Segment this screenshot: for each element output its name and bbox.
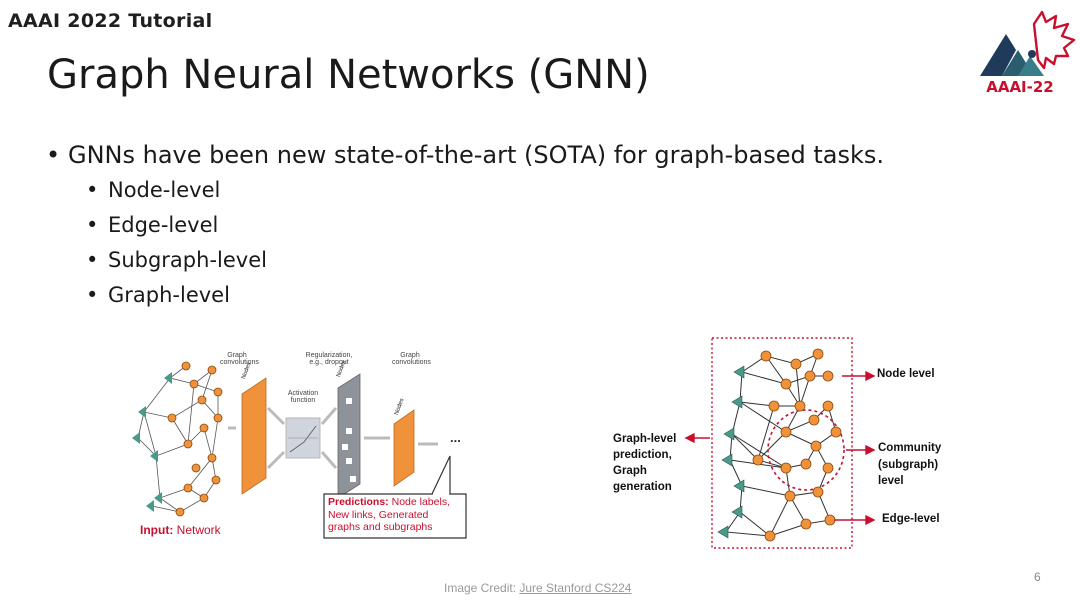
gnn-pipeline-graphics — [132, 361, 467, 539]
task-levels-graphics — [684, 337, 876, 549]
slide-number: 6 — [1034, 570, 1041, 584]
label-line: convolutions — [392, 359, 431, 366]
bullet-dot: • — [86, 213, 99, 237]
aaai22-logo — [980, 10, 1076, 76]
sub-bullet-graph-level: • Graph-level — [86, 283, 230, 307]
sub-bullet-text: Subgraph-level — [108, 248, 267, 272]
predictions-line: New links, Generated — [328, 508, 429, 521]
predictions-line: Node labels, — [391, 496, 450, 508]
sub-bullet-text: Node-level — [108, 178, 221, 202]
bullet-dot: • — [86, 178, 99, 202]
gnn-task-levels-diagram: Node level Community (subgraph) level Edge… — [610, 336, 970, 554]
label-line: Graph — [613, 465, 647, 477]
main-bullet: •GNNs have been new state-of-the-art (SO… — [46, 141, 884, 169]
predictions-label: Predictions: Node labels,New links, Gene… — [328, 496, 450, 534]
edge-level-label: Edge-level — [882, 513, 940, 525]
ellipsis: ... — [450, 430, 461, 445]
label-line: level — [878, 475, 904, 487]
label-line: Regularization, — [305, 352, 353, 359]
label-line: Graph — [227, 352, 247, 359]
bullet-dot: • — [46, 141, 61, 169]
sub-bullet-node-level: • Node-level — [86, 178, 220, 202]
image-credit: Image Credit: Jure Stanford CS224 — [444, 581, 631, 595]
credit-prefix: Image Credit: — [444, 581, 517, 595]
input-prefix: Input: — [140, 523, 174, 537]
label-line: Graph — [400, 352, 420, 359]
node-level-label: Node level — [877, 368, 935, 380]
label-line: Activation — [287, 390, 319, 397]
input-label: Input: Network — [140, 523, 221, 537]
input-text: Network — [176, 523, 221, 537]
label-line: Community — [878, 442, 942, 454]
predictions-line: graphs and subgraphs — [328, 521, 433, 533]
bullet-dot: • — [86, 248, 99, 272]
regularization-label: Regularization,e.g., dropout — [302, 352, 356, 366]
logo-text: AAAI-22 — [986, 78, 1054, 96]
label-line: prediction, — [613, 449, 672, 461]
label-line: generation — [613, 481, 672, 493]
sub-bullet-edge-level: • Edge-level — [86, 213, 218, 237]
community-level-label: Community (subgraph) level — [878, 440, 941, 490]
sub-bullet-subgraph-level: • Subgraph-level — [86, 248, 267, 272]
label-line: (subgraph) — [878, 458, 939, 471]
bullet-dot: • — [86, 283, 99, 307]
main-bullet-text: GNNs have been new state-of-the-art (SOT… — [68, 141, 884, 169]
label-line: convolutions — [220, 359, 259, 366]
sub-bullet-text: Graph-level — [108, 283, 230, 307]
slide-title: Graph Neural Networks (GNN) — [47, 52, 650, 98]
label-line: function — [290, 397, 316, 404]
sub-bullet-text: Edge-level — [108, 213, 219, 237]
label-line: Graph-level — [613, 433, 677, 445]
graph-level-label: Graph-level prediction, Graph generation — [613, 431, 676, 495]
tutorial-title: AAAI 2022 Tutorial — [8, 10, 213, 32]
credit-link[interactable]: Jure Stanford CS224 — [519, 581, 632, 595]
predictions-prefix: Predictions: — [328, 496, 389, 508]
label-line: e.g., dropout — [309, 359, 349, 366]
